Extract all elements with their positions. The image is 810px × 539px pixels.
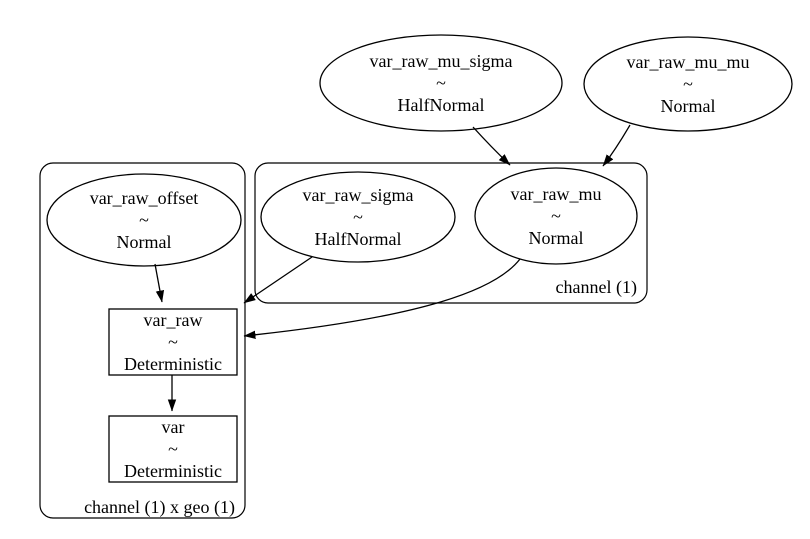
- edge-var_raw_sigma-to-var_raw: [243, 256, 313, 304]
- node-var_raw_sigma-ellipse: [260, 171, 456, 263]
- edge-var_raw_mu-to-var_raw: [243, 258, 521, 339]
- cluster-channel-label: channel (1): [555, 277, 637, 297]
- cluster-channel-border: [254, 162, 648, 304]
- edge-var_raw_mu_sigma-to-var_raw_mu: [472, 126, 511, 166]
- edge-var_raw_mu_mu-to-var_raw_mu: [602, 124, 631, 167]
- node-var_raw_mu_mu-ellipse: [583, 36, 793, 132]
- cluster-channel-geo-border: [39, 162, 246, 519]
- cluster-channel-geo-label: channel (1) x geo (1): [84, 497, 235, 517]
- node-var_raw_mu-ellipse: [474, 167, 638, 265]
- node-var_raw_offset-ellipse: [46, 173, 242, 267]
- node-var_raw-box: [108, 308, 238, 376]
- node-var_raw_mu_sigma-ellipse: [319, 34, 563, 132]
- node-var-box: [108, 415, 238, 483]
- edge-var_raw_offset-to-var_raw: [154, 263, 165, 303]
